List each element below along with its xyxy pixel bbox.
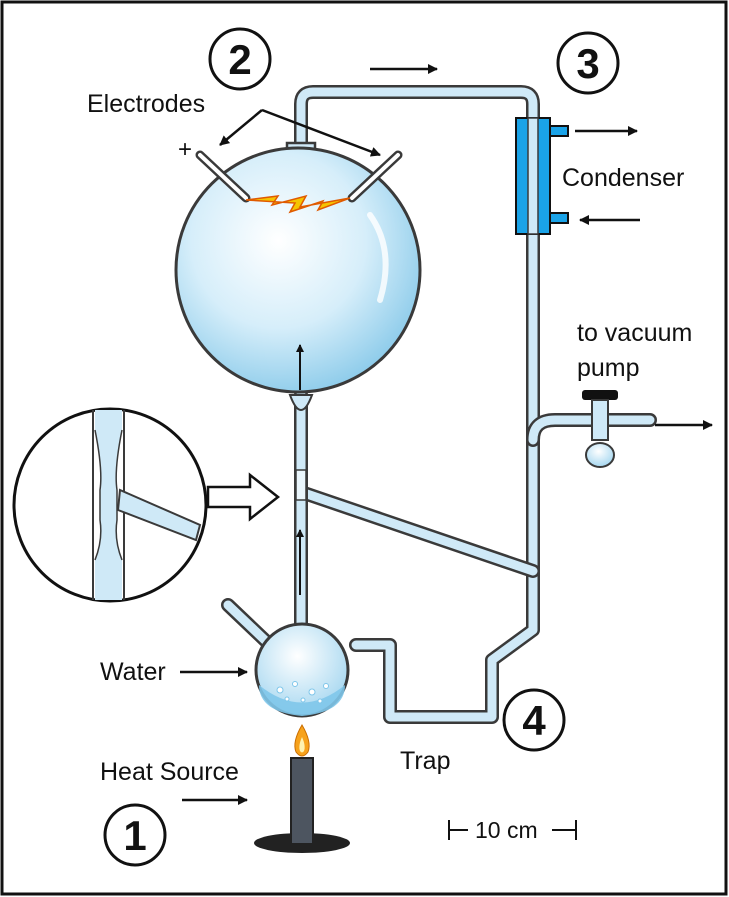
condenser-label: Condenser	[562, 164, 684, 192]
reaction-flask	[174, 141, 422, 394]
vacuum-label-line2: pump	[577, 354, 640, 382]
step-4-number: 4	[522, 697, 546, 744]
glass-tubing	[221, 85, 657, 724]
scale-bar	[448, 820, 577, 840]
flask-neck	[288, 394, 314, 411]
step-1-number: 1	[123, 812, 146, 859]
spark-icon	[245, 194, 351, 214]
stopcock	[582, 390, 618, 468]
water-flask	[254, 622, 350, 718]
electrodes-label: Electrodes	[87, 90, 205, 118]
step-badges: 2 3 4 1	[103, 27, 620, 867]
step-3-number: 3	[576, 40, 599, 87]
step-2-number: 2	[228, 36, 251, 83]
annotation-arrows	[180, 64, 713, 805]
heat-source-label: Heat Source	[100, 758, 239, 786]
water-label: Water	[100, 658, 166, 686]
detail-inset	[12, 407, 281, 603]
electrode-arrow-right	[261, 108, 381, 157]
vacuum-label-line1: to vacuum	[577, 319, 692, 347]
trap-label: Trap	[400, 747, 450, 775]
heat-source	[254, 724, 350, 853]
column-constriction	[295, 469, 307, 501]
electrodes	[195, 150, 403, 203]
scale-label: 10 cm	[475, 817, 538, 843]
positive-sign: +	[178, 136, 192, 163]
electrode-arrow-left	[219, 109, 263, 146]
labels: Electrodes + Condenser to vacuum pump Wa…	[87, 90, 692, 843]
condenser	[515, 117, 569, 235]
